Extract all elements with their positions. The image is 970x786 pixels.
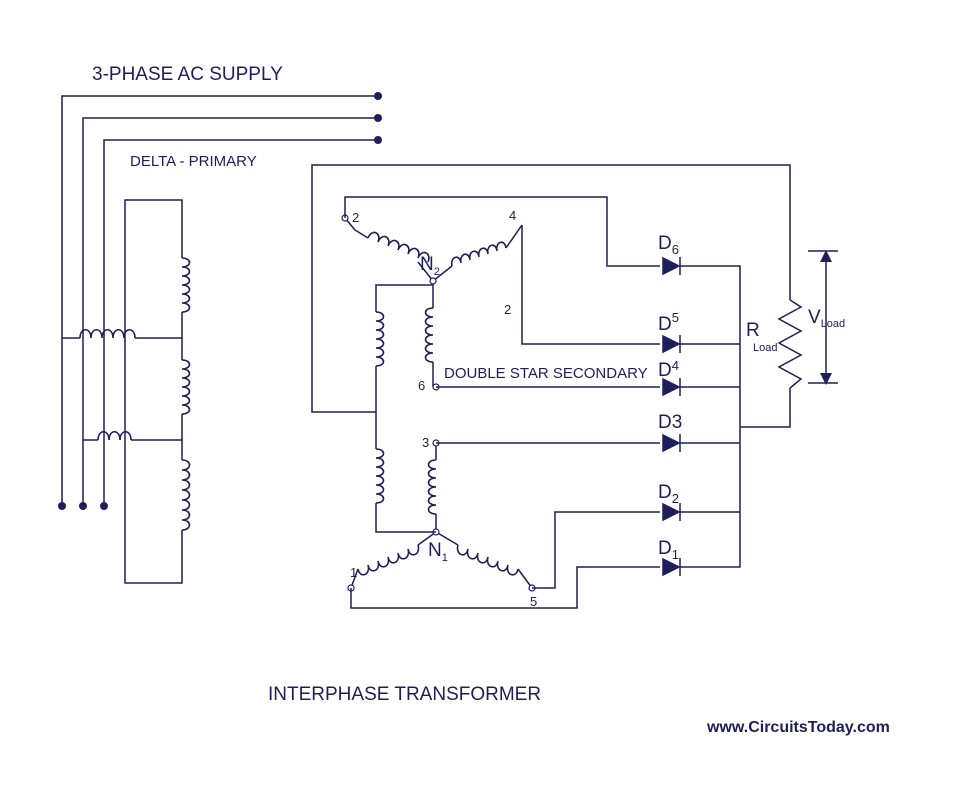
diode-d1 [662, 557, 681, 577]
terminal-1-label: 1 [350, 565, 357, 580]
terminal-5-label: 5 [530, 594, 537, 609]
primary-label: DELTA - PRIMARY [130, 153, 257, 170]
neutral-n2-label: N2 [420, 254, 440, 278]
terminal-3-label: 3 [422, 435, 429, 450]
diode-d6 [662, 256, 681, 276]
terminal-2b-label: 2 [504, 302, 511, 317]
terminal-2-label: 2 [352, 210, 359, 225]
diode-d3 [662, 433, 681, 453]
lower-star-secondary [347, 439, 536, 592]
interphase-reactor [311, 164, 791, 533]
load-voltage-arrow [808, 250, 838, 385]
terminal-4-label: 4 [509, 208, 516, 223]
diode-d4 [662, 377, 681, 397]
terminal-6-label: 6 [418, 378, 425, 393]
load-resistor-label: R [746, 320, 760, 341]
website-credit: www.CircuitsToday.com [706, 719, 890, 736]
diode-d4-label: D4 [658, 358, 679, 381]
diode-d3-label: D3 [658, 412, 682, 433]
diode-d5 [662, 334, 681, 354]
diode-d5-label: D5 [658, 310, 679, 335]
supply-lines [58, 92, 382, 510]
neutral-n1-label: N1 [428, 540, 448, 564]
load-resistor-sub-label: Load [753, 342, 777, 354]
secondary-label: DOUBLE STAR SECONDARY [444, 365, 648, 382]
diode-d2-label: D2 [658, 482, 679, 506]
upper-star-secondary [341, 214, 523, 391]
diode-d1-label: D1 [658, 538, 679, 562]
load-voltage-label: VLoad [808, 307, 845, 330]
supply-label: 3-PHASE AC SUPPLY [92, 64, 283, 85]
diode-d2 [662, 502, 681, 522]
diode-d6-label: D6 [658, 233, 679, 257]
delta-primary [62, 199, 191, 584]
diagram-title: INTERPHASE TRANSFORMER [268, 684, 541, 705]
load-resistor [777, 299, 803, 389]
rectifier-wiring [344, 196, 791, 609]
